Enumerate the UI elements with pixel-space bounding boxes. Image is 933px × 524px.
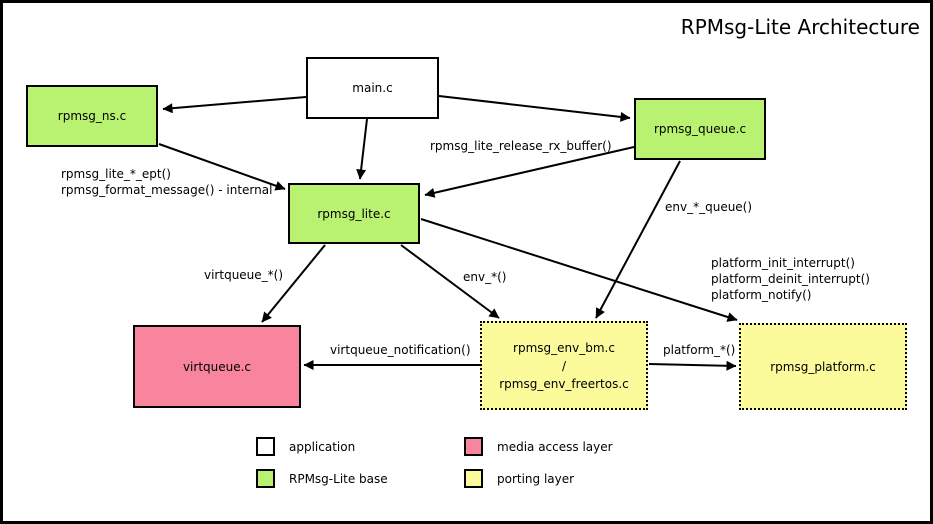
node-virtqueue-c: virtqueue.c xyxy=(133,325,301,408)
legend-swatch-application xyxy=(256,437,275,456)
node-rpmsg-env: rpmsg_env_bm.c / rpmsg_env_freertos.c xyxy=(480,321,648,410)
edges-layer xyxy=(158,95,738,371)
edge-rpmsg-queue-to-rpmsg-env xyxy=(595,160,681,319)
node-main-c: main.c xyxy=(306,57,439,119)
edge-label-release-rx-buffer: rpmsg_lite_release_rx_buffer() xyxy=(430,139,612,153)
node-rpmsg-lite-c: rpmsg_lite.c xyxy=(288,183,420,244)
legend-item-porting-layer: porting layer xyxy=(464,469,574,488)
edge-rpmsg-ns-to-rpmsg-lite xyxy=(158,143,286,191)
legend-item-rpmsg-lite-base: RPMsg-Lite base xyxy=(256,469,388,488)
edge-label-virtqueue-star: virtqueue_*() xyxy=(204,268,284,282)
edge-main-to-rpmsg-ns xyxy=(162,96,307,114)
edge-main-to-rpmsg-queue xyxy=(438,95,631,122)
edge-rpmsg-lite-to-virtqueue xyxy=(261,244,326,323)
edge-rpmsg-lite-to-rpmsg-platform xyxy=(420,218,738,322)
legend-swatch-media-access-layer xyxy=(464,437,483,456)
edge-label-env-queue: env_*_queue() xyxy=(665,200,753,214)
edge-label-ept-internal: rpmsg_lite_*_ept() rpmsg_format_message(… xyxy=(61,167,273,197)
legend-item-media-access-layer: media access layer xyxy=(464,437,613,456)
legend-item-application: application xyxy=(256,437,355,456)
legend-label-porting-layer: porting layer xyxy=(497,471,575,486)
edge-rpmsg-lite-to-rpmsg-env xyxy=(400,244,500,319)
node-rpmsg-ns-c: rpmsg_ns.c xyxy=(26,85,158,147)
legend-swatch-porting-layer xyxy=(464,469,483,488)
edge-label-platform-interrupts: platform_init_interrupt() platform_deini… xyxy=(711,256,870,302)
node-rpmsg-queue-c: rpmsg_queue.c xyxy=(634,98,766,160)
edge-label-env-star: env_*() xyxy=(463,270,507,284)
edge-rpmsg-queue-to-rpmsg-lite xyxy=(424,146,635,198)
legend-label-media-access-layer: media access layer xyxy=(497,439,613,454)
edge-rpmsg-env-to-rpmsg-platform xyxy=(648,360,737,371)
edge-label-platform-star: platform_*() xyxy=(663,343,736,357)
legend-label-application: application xyxy=(289,439,356,454)
node-rpmsg-platform-c: rpmsg_platform.c xyxy=(739,323,907,410)
diagram-title: RPMsg-Lite Architecture xyxy=(680,15,920,39)
edge-main-to-rpmsg-lite xyxy=(356,118,368,180)
legend-label-rpmsg-lite-base: RPMsg-Lite base xyxy=(289,471,388,486)
edge-label-virtqueue-notification: virtqueue_notification() xyxy=(330,343,471,357)
legend-swatch-rpmsg-lite-base xyxy=(256,469,275,488)
